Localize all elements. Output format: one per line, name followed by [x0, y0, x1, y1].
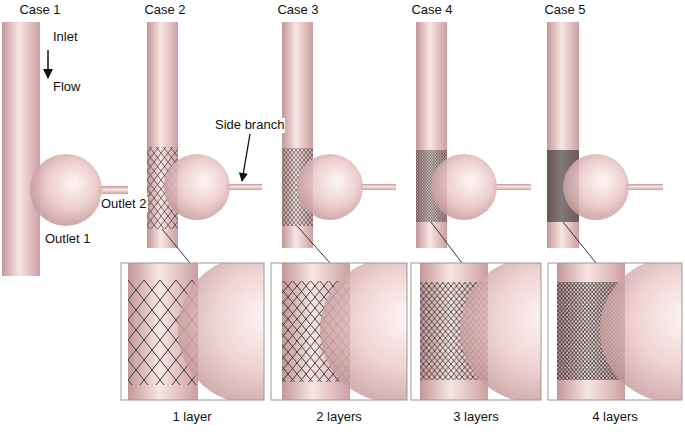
- side-branch: [98, 186, 128, 194]
- aneurysm-sac: [178, 263, 264, 400]
- part-name: Side branch: [214, 118, 285, 133]
- zoom-2-layers: [271, 263, 407, 400]
- aneurysm-sac: [600, 263, 682, 400]
- part-name: Flow: [52, 80, 81, 95]
- side-branch: [494, 184, 531, 190]
- pointer-arrow: [242, 134, 250, 181]
- flow-arrow: [47, 50, 49, 78]
- layer-label: 1 layer: [171, 410, 212, 425]
- side-branch: [626, 184, 663, 190]
- aneurysm-sac: [164, 154, 230, 220]
- aneurysm-sac: [30, 154, 102, 226]
- case-3-model: [282, 22, 396, 248]
- layer-label: 4 layers: [591, 410, 639, 425]
- zoom-3-layers: [411, 263, 541, 400]
- side-branch: [226, 184, 262, 190]
- side-branch: [360, 184, 396, 190]
- aneurysm-sac: [563, 154, 629, 220]
- zoom-frame: [411, 263, 541, 400]
- part-name: Outlet 2: [100, 197, 148, 212]
- leader-line: [431, 222, 462, 263]
- parent-vessel: [416, 22, 447, 248]
- zoom-1-layer: [121, 263, 264, 400]
- leader-line: [563, 222, 596, 263]
- case-label: Case 3: [276, 3, 319, 18]
- case-label: Case 1: [18, 3, 61, 18]
- case-2-model: [147, 22, 262, 248]
- case-5-model: [547, 22, 663, 248]
- aneurysm-sac: [460, 263, 541, 400]
- zoom-leaders: [162, 222, 596, 263]
- zoom-frames: [121, 263, 682, 400]
- aneurysm-sac: [320, 263, 407, 400]
- case-label: Case 2: [143, 3, 186, 18]
- parent-vessel: [547, 22, 579, 248]
- zoom-frame: [121, 263, 264, 400]
- case-1-model: [2, 22, 128, 276]
- part-name: Inlet: [52, 30, 79, 45]
- layer-label: 3 layers: [452, 410, 500, 425]
- aneurysm-sac: [297, 154, 363, 220]
- case-label: Case 5: [543, 3, 586, 18]
- zoom-frame: [271, 263, 407, 400]
- aneurysm-sac: [431, 154, 497, 220]
- case-4-model: [416, 22, 531, 248]
- zoom-frame: [548, 263, 682, 400]
- leader-line: [297, 226, 330, 263]
- leader-line: [162, 229, 190, 263]
- layer-label: 2 layers: [315, 410, 363, 425]
- case-label: Case 4: [410, 3, 453, 18]
- part-name: Outlet 1: [44, 232, 92, 247]
- parent-vessel: [147, 22, 178, 248]
- parent-vessel: [2, 22, 40, 276]
- zoom-4-layers: [548, 263, 682, 400]
- parent-vessel: [282, 22, 313, 248]
